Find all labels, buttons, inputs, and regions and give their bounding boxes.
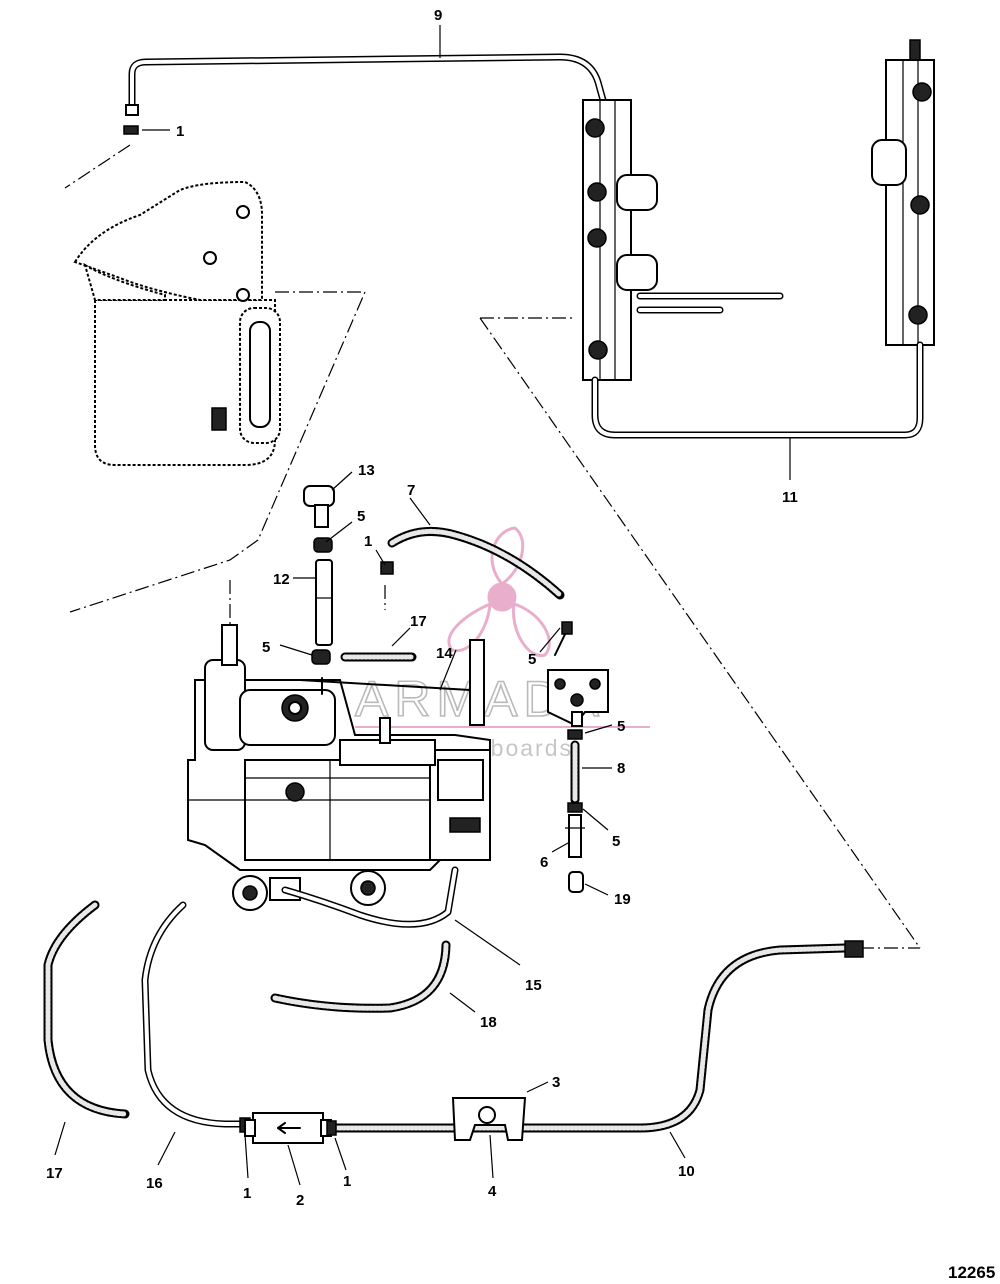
callout-15: 15	[525, 977, 542, 994]
bracket-housing	[73, 180, 281, 466]
item-9-fuel-line	[125, 53, 607, 116]
figure-number: 12265	[948, 1263, 995, 1282]
item-6-fitting	[568, 814, 582, 858]
watermark: ARMADA marine outboards	[354, 526, 650, 761]
item-2-fuel-filter	[244, 1112, 332, 1144]
fuel-pump	[547, 621, 609, 727]
callout-6: 6	[540, 854, 548, 871]
item-5-clamp-d	[567, 802, 583, 813]
item-3-hose-retainer	[451, 1097, 527, 1141]
callout-11: 11	[782, 489, 798, 506]
callout-14: 14	[436, 645, 453, 662]
item-19-cap	[568, 871, 584, 893]
callout-numbers: 9 1 13 7 5 1 12 17 5 14 5 5 8 5 6 19 11 …	[46, 7, 798, 1209]
callout-10: 10	[678, 1163, 695, 1180]
item-7-hose	[387, 526, 565, 600]
item-12-hose	[315, 559, 333, 646]
callout-2: 2	[296, 1192, 304, 1209]
callout-1-mid: 1	[364, 533, 372, 550]
callout-13: 13	[358, 462, 375, 479]
item-16-hose	[141, 901, 244, 1128]
propeller-logo-icon	[447, 526, 551, 657]
item-18-hose	[270, 940, 451, 1013]
callout-16: 16	[146, 1175, 163, 1192]
item-15-hose	[281, 866, 459, 928]
callout-9: 9	[434, 7, 442, 24]
item-13-elbow-fitting	[303, 485, 335, 528]
callout-17-short: 17	[410, 613, 427, 630]
callout-5-d: 5	[617, 718, 625, 735]
leader-dash-lines	[64, 144, 921, 949]
callout-leaders	[54, 25, 791, 1186]
callout-19: 19	[614, 891, 631, 908]
callout-5-b: 5	[262, 639, 270, 656]
line-end-fitting	[125, 104, 139, 116]
item-17-hose-long	[43, 900, 130, 1119]
item-11-fuel-rails	[582, 39, 935, 439]
vapor-separator-module	[187, 624, 491, 911]
item-1-clamp-top	[123, 125, 139, 135]
callout-5-c: 5	[528, 651, 536, 668]
callout-12: 12	[273, 571, 290, 588]
item-1-clamp-mid	[380, 561, 394, 575]
callout-1-right: 1	[343, 1173, 351, 1190]
callout-1-left: 1	[243, 1185, 251, 1202]
callout-18: 18	[480, 1014, 497, 1031]
item-5-clamp-c	[567, 729, 583, 740]
callout-5-e: 5	[612, 833, 620, 850]
item-10-fuel-hose	[330, 940, 864, 1133]
callout-17-long: 17	[46, 1165, 63, 1182]
callout-1-top: 1	[176, 123, 184, 140]
callout-7: 7	[407, 482, 415, 499]
callout-5-a: 5	[357, 508, 365, 525]
item-1-clamp-right	[326, 1120, 337, 1136]
callout-4: 4	[488, 1183, 497, 1200]
callout-3: 3	[552, 1074, 560, 1091]
callout-8: 8	[617, 760, 625, 777]
item-5-clamp-b	[311, 649, 331, 665]
